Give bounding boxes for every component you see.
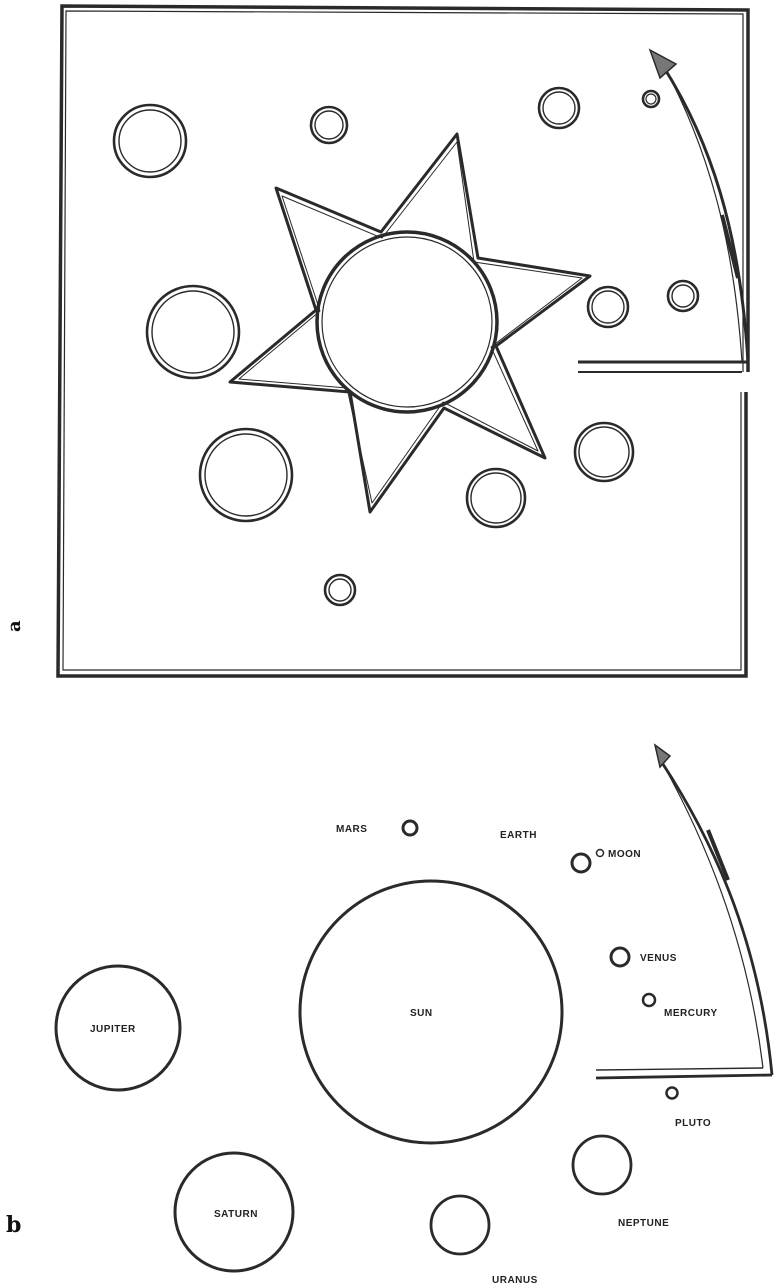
planet-circle: [147, 286, 239, 378]
star-outline: [230, 134, 590, 512]
neptune-body: [573, 1136, 631, 1194]
planet-circle: [575, 423, 633, 481]
sun-circle-inner: [322, 237, 492, 407]
pluto-body: [667, 1088, 678, 1099]
planet-circle: [200, 429, 292, 521]
planet-circle: [588, 287, 628, 327]
planet-circle: [467, 469, 525, 527]
moon-body: [597, 850, 604, 857]
comet-arrow: [578, 50, 748, 372]
mercury-label: MERCURY: [664, 1008, 718, 1019]
saturn-label: SATURN: [214, 1209, 258, 1220]
sun-circle: [317, 232, 497, 412]
uranus-label: URANUS: [492, 1275, 538, 1286]
pluto-label: PLUTO: [675, 1118, 711, 1129]
neptune-label: NEPTUNE: [618, 1218, 669, 1229]
uranus-body: [431, 1196, 489, 1254]
mars-body: [403, 821, 417, 835]
sun-label: SUN: [410, 1008, 433, 1019]
venus-body: [611, 948, 629, 966]
comet-arrow-b: [596, 745, 772, 1078]
mercury-body: [643, 994, 655, 1006]
body-labels: SUN JUPITER SATURN URANUS NEPTUNE MARS E…: [90, 824, 718, 1286]
planet-circle: [114, 105, 186, 177]
planet-circles: [114, 88, 698, 605]
panel-b-label: b: [6, 1212, 21, 1238]
mars-label: MARS: [336, 824, 367, 835]
planet-circle: [539, 88, 579, 128]
panel-a-frame-inner: [63, 11, 743, 670]
panel-a-label: a: [4, 620, 25, 632]
planet-circle: [311, 107, 347, 143]
comet-arrowhead: [650, 50, 676, 78]
panel-a: [58, 6, 748, 676]
earth-label: EARTH: [500, 830, 537, 841]
jupiter-label: JUPITER: [90, 1024, 136, 1035]
venus-label: VENUS: [640, 953, 677, 964]
earth-body: [572, 854, 590, 872]
moon-label: MOON: [608, 849, 641, 860]
comet-arrowhead-b: [655, 745, 670, 767]
